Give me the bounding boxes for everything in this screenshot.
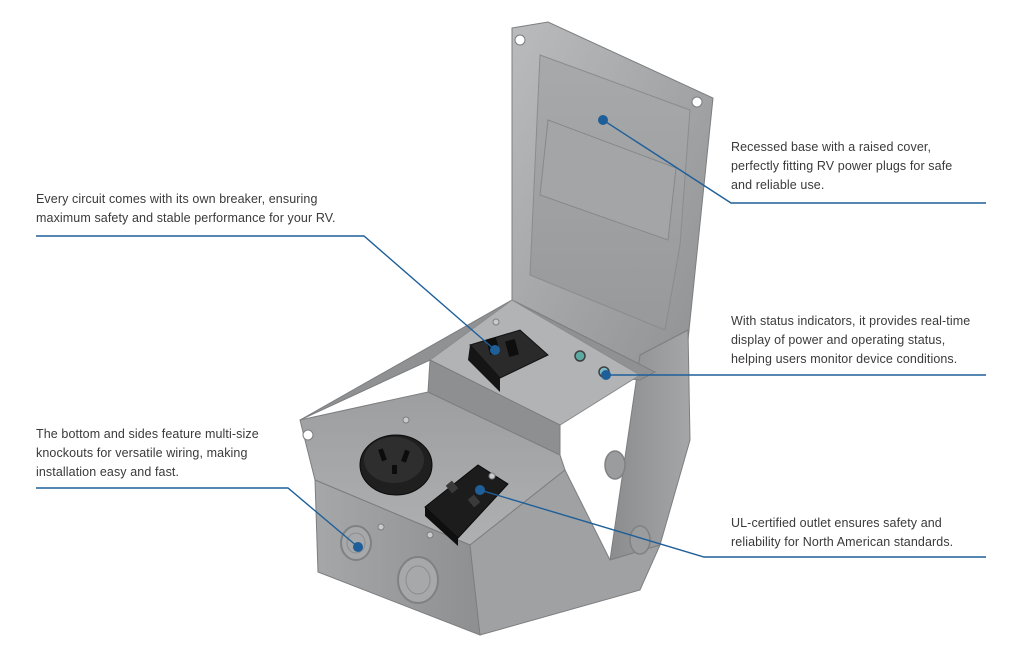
leader-line-breaker: [36, 235, 496, 351]
callout-knockouts: The bottom and sides feature multi-size …: [36, 427, 259, 479]
leader-line-cover: [602, 119, 986, 204]
leader-line-knockouts: [36, 487, 359, 548]
leader-lines: [36, 119, 986, 558]
enclosure-lid: [511, 21, 714, 373]
dot-outlet: [475, 485, 485, 495]
dot-breaker: [490, 345, 500, 355]
rv-receptacle: [359, 416, 433, 531]
dot-indicators: [601, 370, 611, 380]
callout-breaker: Every circuit comes with its own breaker…: [36, 192, 336, 225]
enclosure-side-wall: [609, 329, 691, 561]
dot-knockouts: [353, 542, 363, 552]
enclosure-front-wall: [302, 429, 661, 636]
callout-outlet: UL-certified outlet ensures safety and r…: [731, 516, 954, 549]
knockouts: [340, 450, 651, 604]
leader-line-outlet: [479, 489, 986, 558]
callout-indicators: With status indicators, it provides real…: [731, 314, 971, 366]
ul-outlet: [424, 464, 509, 546]
leader-dots: [353, 115, 611, 552]
dot-cover: [598, 115, 608, 125]
callout-cover: Recessed base with a raised cover, perfe…: [731, 140, 953, 192]
